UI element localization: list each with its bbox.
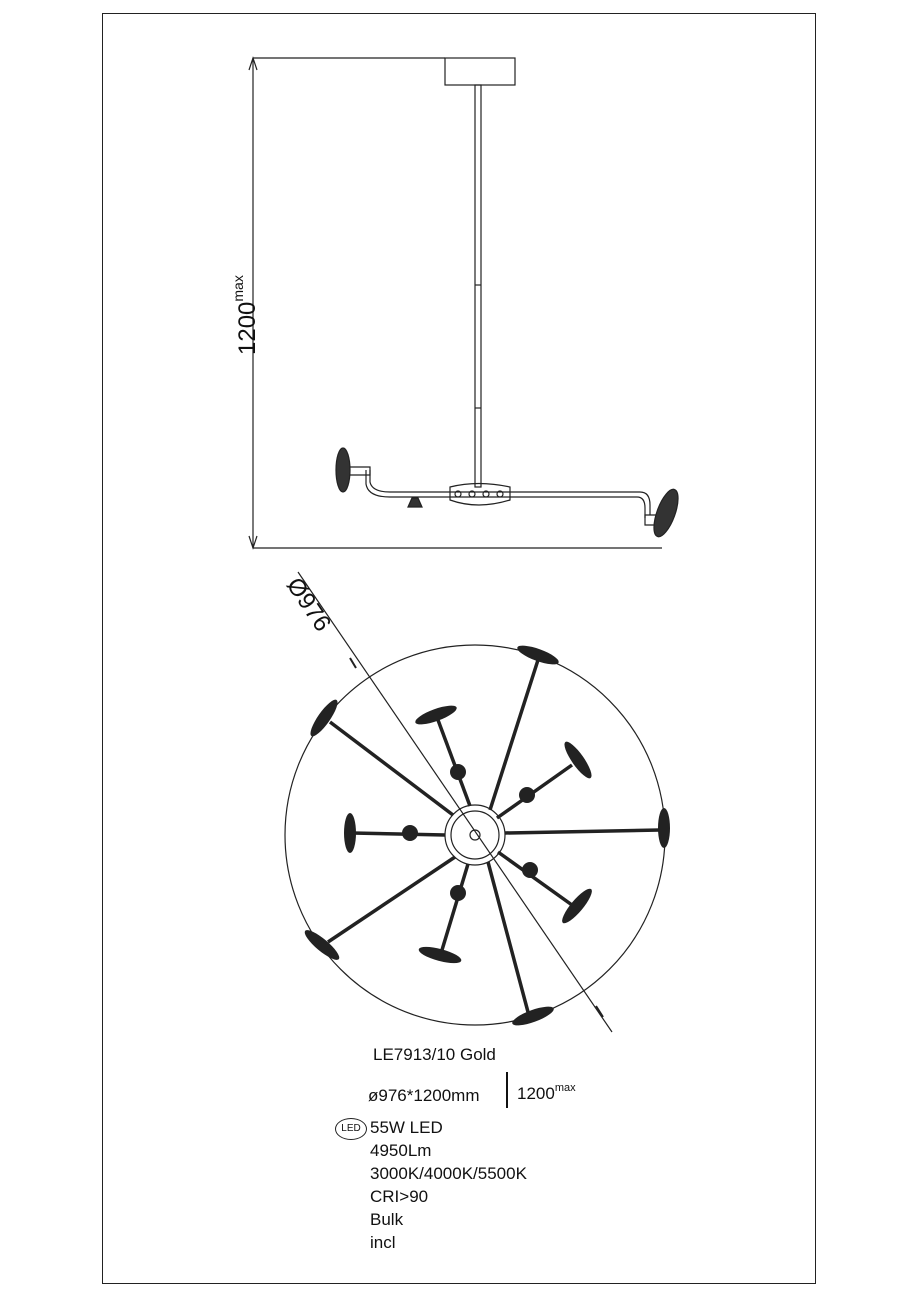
arm-side-bottom [365,470,646,518]
dim-arrows [248,56,258,550]
drawing-border [102,13,816,1284]
cri: CRI>90 [370,1187,429,1206]
height-dimension-label: 1200max [228,275,261,355]
model-name: LE7913/10 Gold [373,1045,496,1064]
power: 55W LED [370,1118,443,1137]
dimensions: ø976*1200mm [368,1086,480,1105]
side-view [248,56,679,550]
led-icon: LED [335,1118,367,1140]
height-max: 1200max [517,1078,576,1104]
height-suffix: max [554,1082,576,1094]
height-dim-suffix: max [230,275,246,302]
top-view [284,571,670,1033]
discs [304,645,670,1026]
separator-bar [506,1072,508,1108]
arm-side-top [369,470,651,515]
lumens: 4950Lm [370,1141,432,1160]
suspension-rod [474,84,482,488]
left-disc [335,447,351,493]
diameter-dim-line [297,571,613,1033]
ceiling-canopy [444,57,516,86]
color-temperature: 3000K/4000K/5500K [370,1164,527,1183]
incl: incl [370,1233,396,1252]
small-fitting [407,497,423,508]
outer-diameter-circle [284,644,666,1026]
height-dim-value: 1200 [234,301,261,355]
bulk: Bulk [370,1210,404,1229]
arms [327,659,661,1013]
hub [449,482,511,506]
height-value: 1200 [517,1084,555,1103]
right-disc [653,488,679,538]
